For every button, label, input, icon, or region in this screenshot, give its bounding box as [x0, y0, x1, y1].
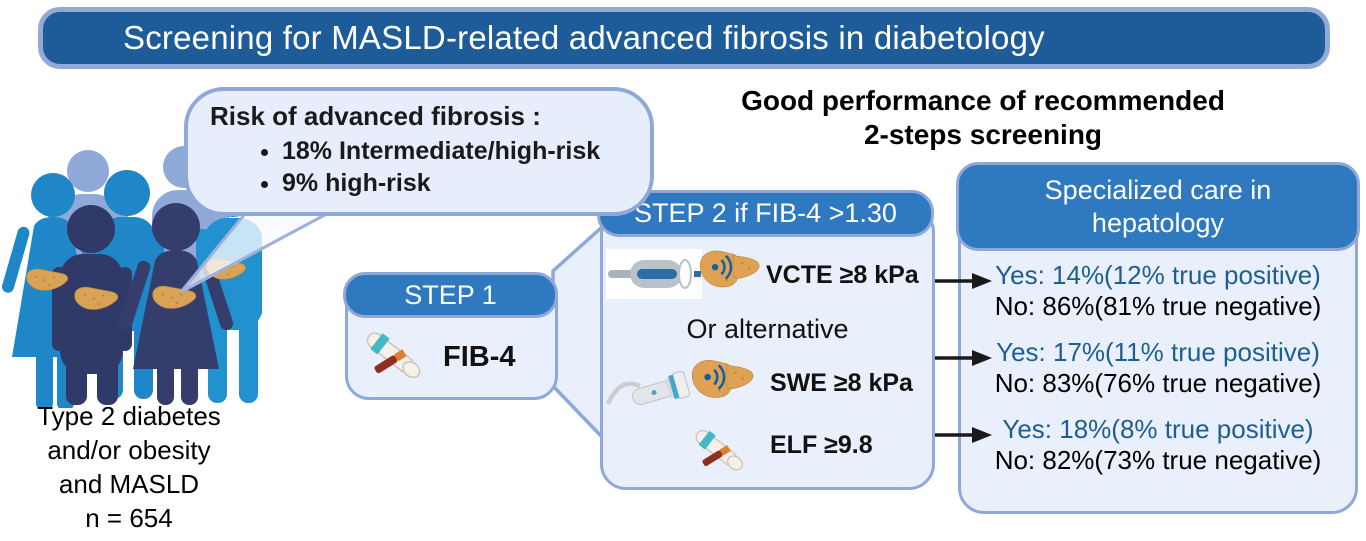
arrow-icon [935, 427, 992, 443]
arrow-icon [935, 273, 992, 289]
caption-line: n = 654 [85, 503, 173, 533]
outcome-yes: Yes: 14%(12% true positive) [995, 260, 1321, 290]
bubble-title: Risk of advanced fibrosis : [210, 101, 541, 131]
vcte-threshold-label: VCTE ≥8 kPa [766, 261, 919, 289]
outcome-row-elf: Yes: 18%(8% true positive) No: 82%(73% t… [958, 414, 1358, 475]
outcome-no: No: 83%(76% true negative) [994, 367, 1322, 398]
caption-line: and MASLD [58, 469, 200, 499]
step1-header: STEP 1 [343, 272, 558, 318]
swe-threshold-label: SWE ≥8 kPa [770, 369, 913, 397]
outcome-no: No: 82%(73% true negative) [994, 444, 1322, 475]
ultrasound-probe-icon [606, 370, 690, 405]
vcte-probe-icon [606, 249, 702, 299]
step1-header-label: STEP 1 [404, 279, 497, 310]
caption-line: and/or obesity [47, 435, 211, 465]
performance-heading-line2: 2-steps screening [863, 119, 1103, 150]
bubble-bullet: 18% Intermediate/high-risk [282, 135, 632, 167]
elf-threshold-label: ELF ≥9.8 [770, 431, 873, 459]
outcomes-header-line1: Specialized care in [1044, 174, 1272, 205]
performance-heading-line1: Good performance of recommended [741, 85, 1225, 116]
outcomes-header: Specialized care in hepatology [956, 162, 1360, 251]
outcome-no: No: 86%(81% true negative) [994, 290, 1322, 321]
outcome-row-vcte: Yes: 14%(12% true positive) No: 86%(81% … [958, 260, 1358, 321]
bubble-bullet: 9% high-risk [282, 167, 632, 199]
population-caption: Type 2 diabetes and/or obesity and MASLD… [8, 399, 250, 535]
caption-line: Type 2 diabetes [37, 401, 221, 431]
outcome-yes: Yes: 18%(8% true positive) [1002, 414, 1314, 444]
arrow-icon [935, 350, 992, 366]
step1-test-label: FIB-4 [443, 341, 516, 373]
outcomes-header-line2: hepatology [1091, 207, 1225, 238]
speech-bubble: Risk of advanced fibrosis : 18% Intermed… [184, 87, 654, 216]
blood-draw-arm-icon [695, 429, 744, 471]
blood-draw-arm-icon [366, 332, 421, 379]
step2-header-label: STEP 2 if FIB-4 >1.30 [634, 198, 897, 228]
liver-elastography-icon [699, 250, 760, 288]
banner-title: Screening for MASLD-related advanced fib… [123, 19, 1045, 56]
bubble-bullet-list: 18% Intermediate/high-risk 9% high-risk [210, 135, 632, 199]
alternative-label: Or alternative [686, 314, 849, 344]
outcome-row-swe: Yes: 17%(11% true positive) No: 83%(76% … [958, 337, 1358, 398]
performance-heading: Good performance of recommended 2-steps … [676, 84, 1290, 152]
patient-group-with-liver-icon [2, 146, 262, 408]
step2-header: STEP 2 if FIB-4 >1.30 [597, 190, 934, 237]
title-banner: Screening for MASLD-related advanced fib… [38, 7, 1330, 69]
outcome-yes: Yes: 17%(11% true positive) [996, 337, 1320, 367]
liver-elastography-icon [691, 360, 754, 398]
